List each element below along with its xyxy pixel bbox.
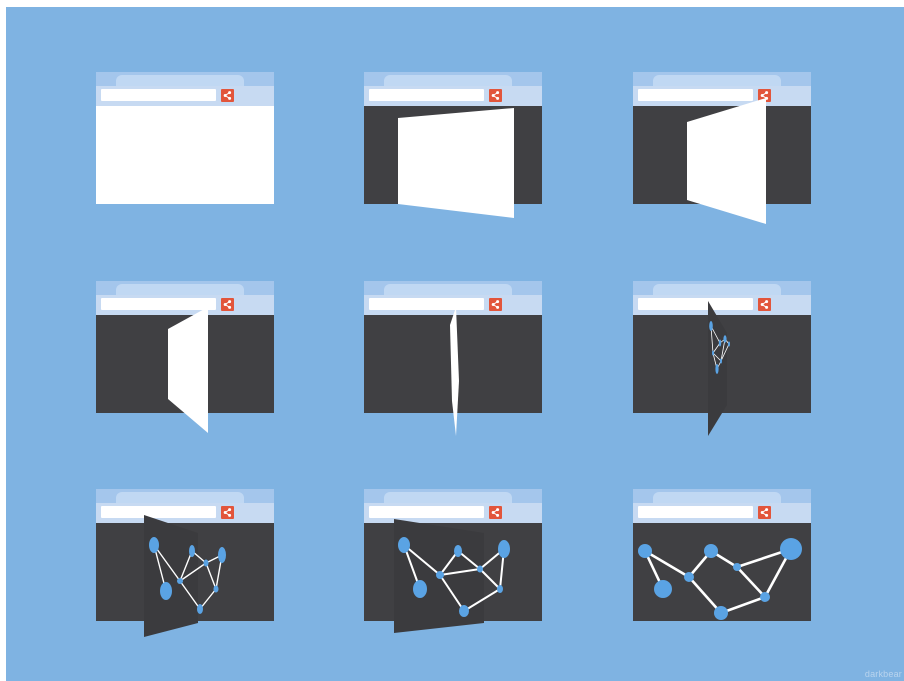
network-node bbox=[497, 585, 503, 593]
browser-tab bbox=[192, 75, 244, 86]
address-bar bbox=[101, 89, 216, 101]
network-edge bbox=[737, 567, 765, 597]
panel-page-edge-on bbox=[364, 281, 542, 413]
browser-window bbox=[96, 72, 274, 204]
network-node bbox=[204, 560, 209, 567]
page-overlay bbox=[364, 489, 542, 649]
folding-page bbox=[398, 108, 514, 218]
network-node bbox=[715, 364, 718, 374]
page-overlay bbox=[633, 72, 811, 232]
page-overlay bbox=[96, 489, 274, 649]
network-node bbox=[436, 571, 444, 579]
page-overlay bbox=[364, 72, 542, 232]
panel-blank-page bbox=[96, 72, 274, 204]
panel-page-folding-2 bbox=[633, 72, 811, 204]
network-node bbox=[704, 544, 718, 558]
network-node bbox=[218, 547, 226, 563]
page-overlay bbox=[633, 281, 811, 441]
network-node bbox=[477, 566, 483, 573]
panel-network-emerging bbox=[633, 281, 811, 413]
dark-unfolding-page bbox=[144, 515, 198, 637]
folding-page bbox=[450, 307, 459, 436]
network-node bbox=[189, 545, 195, 557]
tab-bar bbox=[96, 72, 274, 86]
network-node bbox=[413, 580, 427, 598]
panel-page-folding-1 bbox=[364, 72, 542, 204]
folding-page bbox=[168, 307, 208, 433]
network-node bbox=[214, 586, 219, 593]
page-overlay bbox=[633, 489, 811, 649]
page-content-area bbox=[96, 106, 274, 204]
panel-network-complete bbox=[633, 489, 811, 621]
network-node bbox=[728, 342, 730, 347]
network-node bbox=[398, 537, 410, 553]
network-node bbox=[197, 604, 203, 614]
panel-network-unfolding-1 bbox=[96, 489, 274, 621]
panel-page-folding-3 bbox=[96, 281, 274, 413]
network-node bbox=[684, 572, 694, 582]
network-node bbox=[733, 563, 741, 571]
network-node bbox=[712, 351, 714, 356]
network-node bbox=[459, 605, 469, 617]
folding-page bbox=[687, 98, 766, 224]
network-edge bbox=[206, 563, 216, 589]
network-edge bbox=[689, 577, 721, 613]
network-node bbox=[177, 578, 183, 584]
network-node bbox=[714, 606, 728, 620]
panel-network-unfolding-2 bbox=[364, 489, 542, 621]
network-node bbox=[709, 321, 713, 331]
network-node bbox=[498, 540, 510, 558]
network-node bbox=[149, 537, 159, 553]
page-overlay bbox=[96, 281, 274, 441]
page-overlay bbox=[364, 281, 542, 441]
network-node bbox=[454, 545, 462, 557]
network-node bbox=[654, 580, 672, 598]
network-node bbox=[780, 538, 802, 560]
network-node bbox=[719, 340, 721, 347]
network-node bbox=[720, 359, 722, 364]
watermark: darkbear bbox=[865, 669, 902, 679]
network-node bbox=[638, 544, 652, 558]
network-edge bbox=[721, 597, 765, 613]
network-node bbox=[760, 592, 770, 602]
illustration-canvas: darkbear bbox=[6, 7, 904, 681]
network-node bbox=[160, 582, 172, 600]
network-node bbox=[723, 335, 726, 343]
share-icon bbox=[221, 89, 234, 102]
